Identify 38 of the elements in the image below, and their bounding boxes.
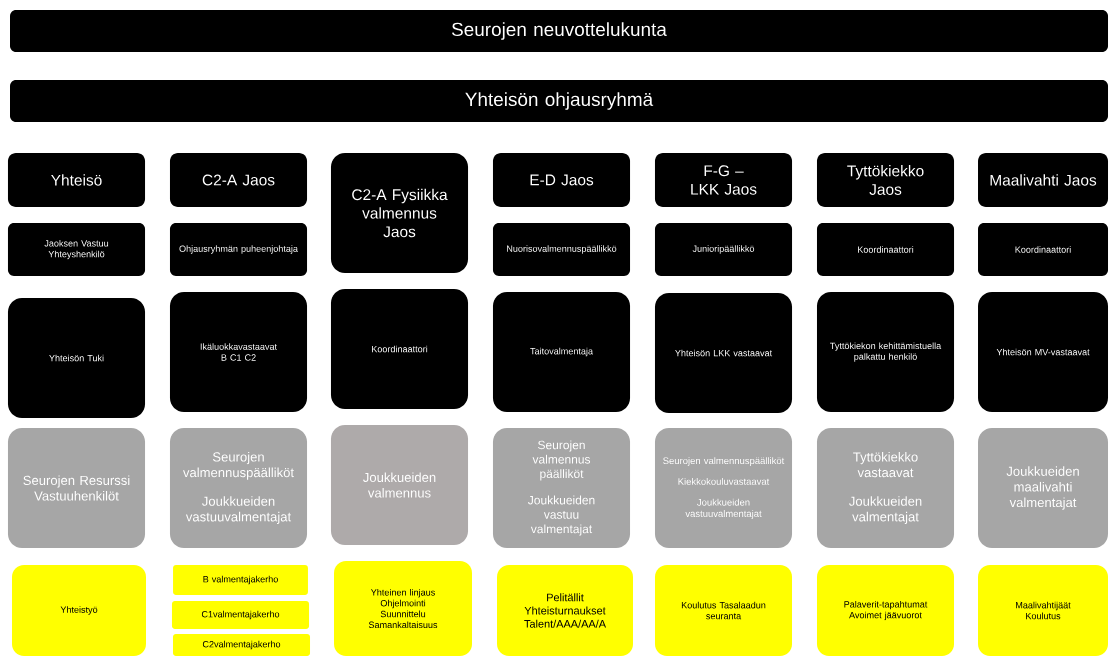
role-box: Koordinaattori: [330, 289, 469, 409]
role-box: Koordinaattori: [978, 222, 1108, 277]
section-box: Yhteisö: [7, 153, 146, 207]
activity-box: Yhteinen linjaus Ohjelmointi Suunnittelu Samankaltaisuus: [334, 561, 472, 656]
group-box: Seurojen Resurssi Vastuuhenkilöt: [7, 428, 146, 548]
group-box: Joukkueiden maalivahti valmentajat: [978, 428, 1108, 548]
group-box: Joukkueiden valmennus: [330, 425, 469, 545]
role-box: Tyttökiekon kehittämistuella palkattu henkilö: [817, 292, 955, 412]
group-box: Seurojen valmennus päälliköt Joukkueiden vastuu valmentajat: [492, 428, 631, 548]
group-box: Seurojen valmennuspäälliköt Joukkueiden vastuuvalmentajat: [169, 428, 308, 548]
role-box: Yhteisön MV-vastaavat: [978, 292, 1108, 412]
activity-box: B valmentajakerho: [173, 565, 308, 595]
activity-box: C1valmentajakerho: [171, 601, 310, 629]
role-box: Yhteisön Tuki: [7, 298, 146, 418]
section-box: C2-A Fysiikka valmennus Jaos: [330, 153, 469, 273]
title-bar: Seurojen neuvottelukunta: [10, 10, 1108, 52]
section-box: Tyttökiekko Jaos: [817, 153, 955, 207]
activity-box: C2valmentajakerho: [172, 634, 311, 656]
section-box: F-G – LKK Jaos: [654, 153, 793, 207]
role-box: Ohjausryhmän puheenjohtaja: [169, 222, 308, 277]
title-bar: Yhteisön ohjausryhmä: [10, 80, 1108, 122]
role-box: Junioripäällikkö: [654, 222, 793, 277]
activity-box: Koulutus Tasalaadun seuranta: [654, 565, 793, 656]
activity-box: Palaverit-tapahtumat Avoimet jäävuorot: [817, 565, 955, 656]
role-box: Yhteisön LKK vastaavat: [654, 293, 793, 413]
role-box: Koordinaattori: [817, 222, 955, 277]
section-box: Maalivahti Jaos: [978, 153, 1108, 207]
activity-box: Yhteistyö: [12, 565, 146, 656]
group-box: Seurojen valmennuspäälliköt Kiekkokouluvastaavat Joukkueiden vastuuvalmentajat: [654, 428, 793, 548]
role-box: Nuorisovalmennuspäällikkö: [492, 222, 631, 277]
role-box: Taitovalmentaja: [492, 292, 631, 412]
role-box: Jaoksen Vastuu Yhteyshenkilö: [7, 222, 146, 277]
role-box: Ikäluokkavastaavat B C1 C2: [169, 292, 308, 412]
activity-box: Maalivahtijäät Koulutus: [978, 565, 1108, 656]
activity-box: Pelitällit Yhteisturnaukset Talent/AAA/AA/A: [497, 565, 633, 656]
section-box: E-D Jaos: [492, 153, 631, 207]
section-box: C2-A Jaos: [169, 153, 308, 207]
group-box: Tyttökiekko vastaavat Joukkueiden valmentajat: [817, 428, 955, 548]
